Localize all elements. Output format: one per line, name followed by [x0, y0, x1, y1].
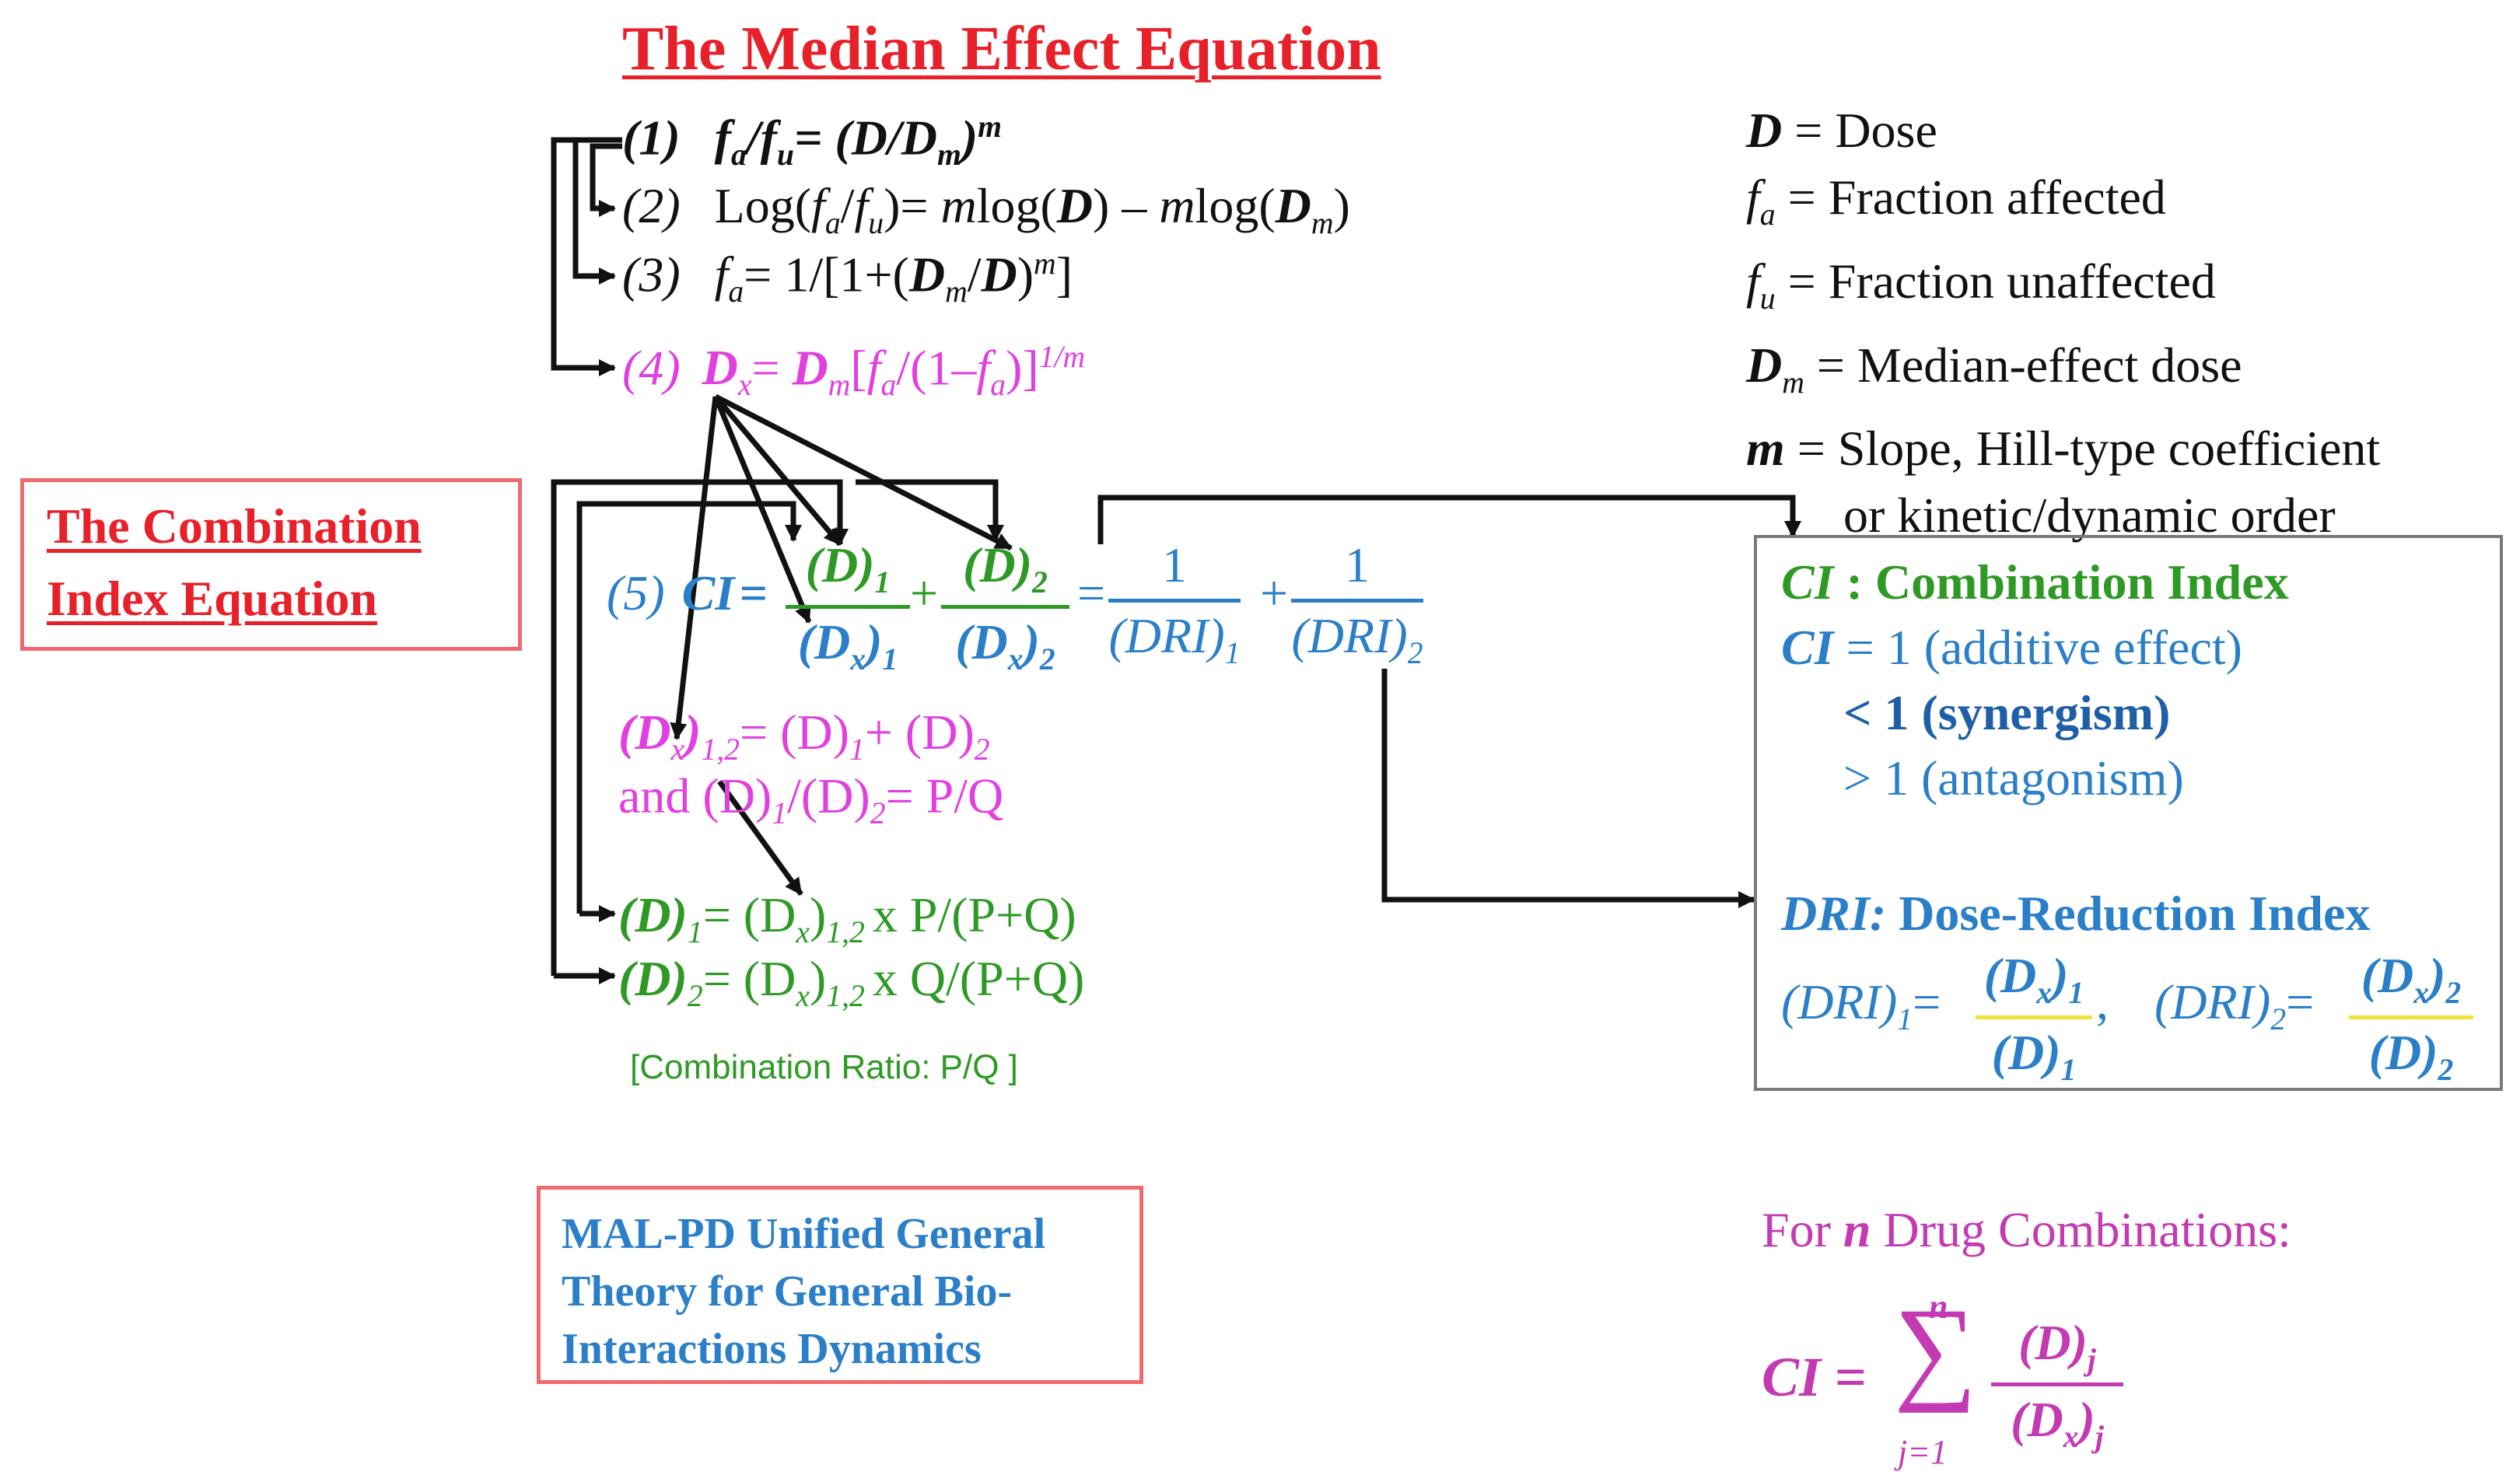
dri2-fraction: (Dx)2 (D)2 [2349, 947, 2473, 1088]
sigma-bottom: j=1 [1898, 1433, 1948, 1471]
ci-box-title: CI : Combination Index [1781, 554, 2289, 610]
dri1-fraction: (Dx)1 (D)1 [1976, 947, 2092, 1088]
sigma-top: n [1929, 1288, 1948, 1326]
combination-index-title-line2: Index Equation [47, 571, 378, 626]
legend-dose: D = Dose [1746, 103, 1937, 158]
combination-ratio-note: [Combination Ratio: P/Q ] [630, 1048, 1018, 1086]
n-drug-fraction: (D)j (Dx)j [1991, 1314, 2123, 1455]
equation-5-label: (5)CI= [607, 565, 768, 620]
ci-antagonism: > 1 (antagonism) [1843, 750, 2184, 806]
ci-additive: CI = 1 (additive effect) [1781, 620, 2242, 675]
sigma-icon: ∑ [1894, 1285, 1977, 1414]
legend-m: m = Slope, Hill-type coefficient [1746, 421, 2381, 477]
arrow-eq1-to-eq2 [590, 143, 622, 217]
equation-3: (3) fa= 1/[1+(Dm/D)m] [622, 246, 1073, 309]
arrow-eq4-to-dx2 [714, 393, 1013, 551]
equation-2: (2) Log(fa/fu)= mlog(D) – mlog(Dm) [622, 178, 1350, 240]
ci-synergism: < 1 (synergism) [1843, 685, 2171, 740]
dri-comma: , [2096, 974, 2109, 1029]
arrow-eq9-to-d2 [551, 479, 849, 976]
arrow-dri-to-dri-box [1381, 669, 1755, 908]
combination-index-title-box [20, 478, 522, 651]
equation-4: (4) Dx= Dm[fa/(1–fa)]1/m [622, 340, 1086, 403]
legend-fu: fu = Fraction unaffected [1746, 253, 2216, 316]
combination-index-title-line1: The Combination [47, 498, 422, 554]
ci-term-1: (D)1 (Dx)1 [786, 537, 910, 677]
ci-dri-box [1754, 535, 2503, 1091]
ci-plus-1: + [910, 565, 939, 620]
dri2-lhs: (DRI)2= [2154, 974, 2315, 1036]
ci-term-4: 1 (DRI)2 [1291, 537, 1423, 670]
arrow-eq4-to-eq6 [670, 396, 719, 740]
symbol-legend: D = Dose fa = Fraction affected fu = Fra… [1746, 97, 2380, 549]
dri1-lhs: (DRI)1= [1781, 974, 1941, 1036]
median-effect-title: The Median Effect Equation [622, 15, 1381, 83]
n-drug-ci: CI= [1762, 1346, 1867, 1408]
arrow-to-d2-num [856, 479, 1004, 542]
dri-title: DRI: Dose-Reduction Index [1781, 886, 2371, 941]
arrow-eq1-to-eq4 [551, 137, 622, 376]
arrow-eq4-to-d1 [713, 394, 842, 547]
ci-plus-2: + [1260, 565, 1289, 620]
ci-term-3: 1 (DRI)1 [1108, 537, 1241, 670]
arrow-eq4-to-dx1 [712, 395, 812, 624]
ci-equals-2: = [1077, 565, 1106, 620]
arrow-eq1-to-eq3 [572, 137, 622, 285]
ci-term-2: (D)2 (Dx)2 [941, 537, 1069, 677]
arrow-eq7-to-eq8 [717, 779, 803, 897]
legend-m-cont: or kinetic/dynamic order [1843, 488, 2336, 544]
mal-pd-text: MAL-PD Unified General Theory for Genera… [562, 1210, 1046, 1373]
mal-pd-box [537, 1186, 1143, 1384]
equation-1: (1) fa/fu= (D/Dm)m [622, 110, 1002, 173]
n-drug-heading: For n Drug Combinations: [1762, 1202, 2291, 1257]
arrow-eq8-to-d1 [576, 501, 802, 914]
arrow-eq5-to-ci-box [1097, 495, 1801, 544]
legend-dm: Dm = Median-effect dose [1746, 337, 2242, 400]
equation-dx12: (Dx)1,2= (D)1+ (D)2 [618, 704, 990, 767]
legend-fa: fa = Fraction affected [1746, 170, 2166, 232]
equation-ratio: and (D)1/(D)2= P/Q [618, 768, 1004, 830]
